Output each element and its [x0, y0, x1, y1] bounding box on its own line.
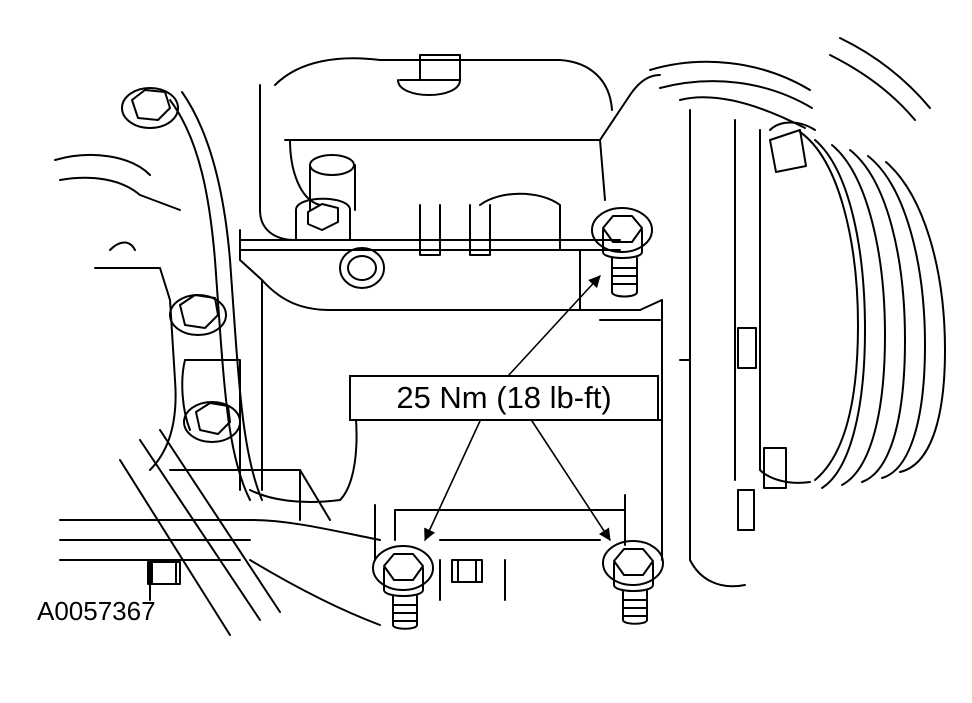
- leader-to-upper-right-bolt: [507, 275, 601, 377]
- left-bracket: [54, 91, 381, 636]
- bolt-bracket-top: [295, 197, 351, 241]
- bolt-upper-right: [591, 207, 653, 298]
- figure-id-label: A0057367: [37, 596, 156, 626]
- torque-spec-label: 25 Nm (18 lb-ft): [349, 375, 659, 421]
- bolt-small-lower-left: [147, 561, 181, 585]
- upper-bracket: [239, 54, 661, 289]
- callout-leaders: [424, 275, 611, 541]
- bolt-small-lower-center: [451, 559, 483, 583]
- bolt-lower-left: [372, 545, 434, 630]
- bolt-left-middle: [169, 294, 227, 336]
- engine-block: [249, 249, 691, 601]
- leader-to-lower-right-bolt: [531, 420, 611, 541]
- pulley-assembly: [649, 37, 946, 588]
- bolt-top-left: [121, 87, 179, 129]
- bolt-left-lower: [183, 401, 241, 443]
- leader-to-lower-left-bolt: [424, 420, 481, 541]
- bolt-lower-right: [602, 540, 664, 625]
